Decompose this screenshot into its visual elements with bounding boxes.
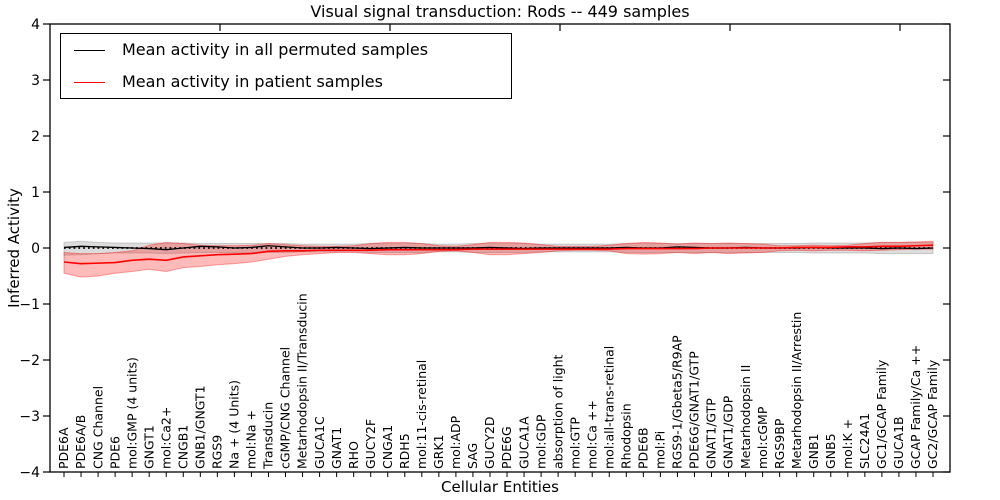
x-tick-label: CNGB1 — [175, 425, 190, 469]
x-tick-label: GC1/GCAP Family — [874, 359, 889, 469]
legend-label-patient: Mean activity in patient samples — [122, 72, 383, 91]
x-tick-label: GNAT1/GTP — [704, 398, 719, 469]
x-tick-label: Metarhodopsin II — [738, 365, 753, 469]
x-tick-label: PDE6 — [107, 436, 122, 469]
x-tick-label: CNGA1 — [380, 425, 395, 469]
x-tick-label: mol:K + — [840, 419, 855, 469]
x-tick-label: GNAT1 — [329, 427, 344, 469]
x-tick-label: GNB5 — [823, 433, 838, 469]
x-tick-label: cGMP/CNG Channel — [278, 347, 293, 469]
chart-title: Visual signal transduction: Rods -- 449 … — [310, 2, 690, 21]
x-tick-label: RGS9 — [210, 435, 225, 469]
x-tick-label: SAG — [465, 443, 480, 469]
x-tick-label: mol:11-cis-retinal — [414, 360, 429, 469]
y-tick-label: 4 — [31, 17, 40, 33]
x-tick-label: Na + (4 Units) — [227, 380, 242, 469]
x-tick-label: GUCA1A — [516, 416, 531, 469]
x-axis-title: Cellular Entities — [441, 478, 559, 496]
x-tick-label: GUCA1C — [312, 416, 327, 469]
x-tick-label: mol:all-trans-retinal — [601, 346, 616, 469]
x-tick-label: SLC24A1 — [857, 413, 872, 469]
x-tick-label: RGS9-1/Gbeta5/R9AP — [670, 335, 685, 469]
x-tick-label: mol:cGMP — [755, 406, 770, 469]
x-tick-label: Transducin — [261, 402, 276, 470]
x-tick-label: GRK1 — [431, 434, 446, 469]
x-tick-label: PDE6A/B — [73, 415, 88, 469]
legend-label-permuted: Mean activity in all permuted samples — [122, 40, 429, 59]
y-tick-label: 1 — [31, 185, 40, 201]
y-tick-label: 2 — [31, 129, 40, 145]
x-tick-label: GUCA1B — [891, 416, 906, 469]
x-tick-label: GNB1/GNGT1 — [193, 385, 208, 469]
y-axis-title: Inferred Activity — [5, 188, 23, 308]
x-tick-label: mol:GTP — [567, 417, 582, 469]
x-tick-label: RHO — [346, 441, 361, 469]
x-tick-label: mol:GMP (4 units) — [124, 357, 139, 469]
x-tick-label: Metarhodopsin II/Arrestin — [789, 312, 804, 469]
x-tick-label: GUCY2F — [363, 419, 378, 469]
x-tick-label: RGS9BP — [772, 418, 787, 469]
x-tick-label: PDE6G/GNAT1/GTP — [687, 351, 702, 469]
y-tick-label: 3 — [31, 73, 40, 89]
x-tick-label: absorption of light — [550, 354, 565, 469]
x-tick-label: GUCY2D — [482, 416, 497, 469]
patient-mean-line — [63, 244, 934, 265]
x-tick-label: mol:Na + — [244, 410, 259, 469]
x-tick-label: Metarhodopsin II/Transducin — [295, 293, 310, 469]
x-tick-label: mol:GDP — [533, 414, 548, 469]
x-tick-label: mol:Ca ++ — [584, 400, 599, 469]
x-tick-label: PDE6A — [56, 427, 71, 469]
x-tick-label: mol:Pi — [653, 431, 668, 469]
x-tick-label: PDE6G — [499, 426, 514, 469]
y-tick-label: −2 — [19, 353, 40, 369]
x-tick-label: GCAP Family/Ca ++ — [908, 345, 923, 469]
x-tick-label: PDE6B — [636, 427, 651, 469]
y-tick-label: −4 — [19, 465, 40, 481]
y-tick-label: −3 — [19, 409, 40, 425]
x-tick-label: CNG Channel — [90, 386, 105, 469]
x-tick-label: GNGT1 — [141, 425, 156, 469]
y-tick-label: 0 — [31, 241, 40, 257]
x-tick-label: RDH5 — [397, 433, 412, 469]
legend-item-patient: Mean activity in patient samples — [74, 74, 511, 90]
x-tick-label: GC2/GCAP Family — [925, 359, 940, 469]
x-tick-label: GNAT1/GDP — [721, 395, 736, 469]
legend-line-red — [74, 81, 105, 83]
legend: Mean activity in all permuted samples Me… — [60, 33, 512, 99]
x-tick-label: mol:ADP — [448, 415, 463, 469]
legend-item-permuted: Mean activity in all permuted samples — [74, 42, 511, 58]
legend-line-black — [74, 49, 105, 51]
y-tick-label: −1 — [19, 297, 40, 313]
x-tick-label: mol:Ca2+ — [158, 407, 173, 469]
x-tick-label: GNB1 — [806, 433, 821, 469]
x-tick-label: Rhodopsin — [618, 403, 633, 469]
